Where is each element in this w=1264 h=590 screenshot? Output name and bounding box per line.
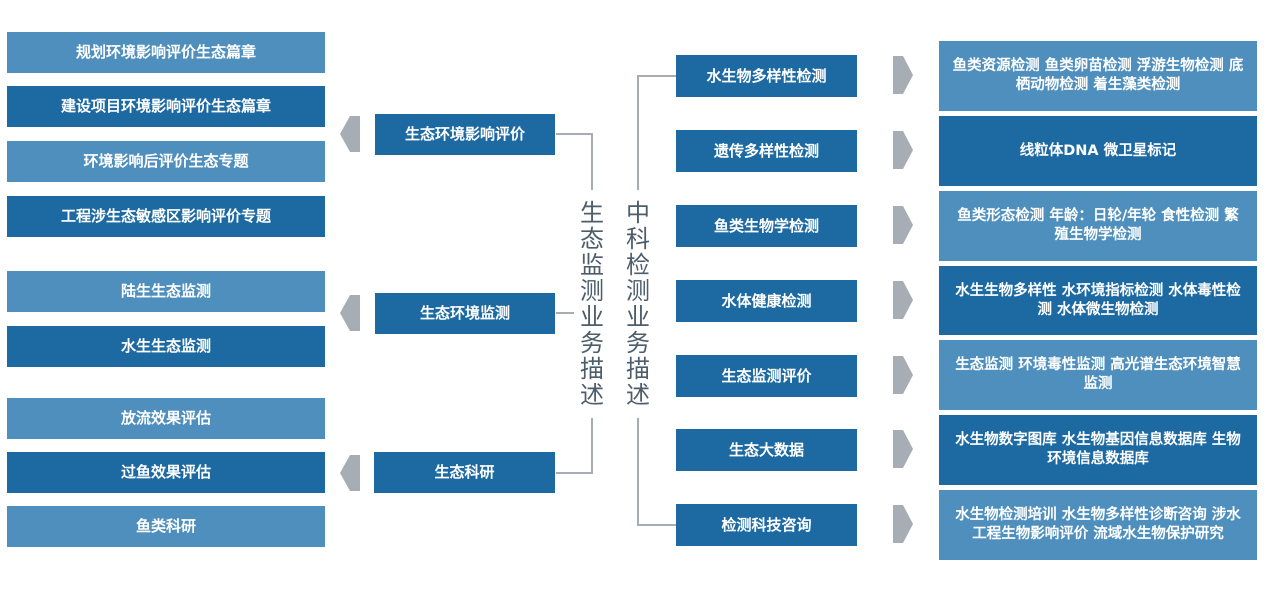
category-genetic: 遗传多样性检测 <box>676 130 857 172</box>
description-eco-evaluation: 生态监测 环境毒性监测 高光谱生态环境智慧监测 <box>939 340 1257 410</box>
right-bracket-top <box>637 75 676 190</box>
description-genetic: 线粒体DNA 微卫星标记 <box>939 116 1257 186</box>
arrow-left-1 <box>340 116 360 152</box>
arrow-right-3 <box>893 206 913 244</box>
left-item-eia-3: 环境影响后评价生态专题 <box>7 141 325 182</box>
left-item-research-1: 放流效果评估 <box>7 398 325 439</box>
arrow-right-2 <box>893 131 913 169</box>
description-fish-biology: 鱼类形态检测 年龄：日轮/年轮 食性检测 繁殖生物学检测 <box>939 191 1257 261</box>
category-big-data: 生态大数据 <box>676 429 857 471</box>
left-item-eia-2: 建设项目环境影响评价生态篇章 <box>7 86 325 127</box>
category-eco-evaluation: 生态监测评价 <box>676 355 857 397</box>
arrow-right-1 <box>893 56 913 94</box>
left-item-monitor-2: 水生生态监测 <box>7 326 325 367</box>
arrow-right-4 <box>893 281 913 319</box>
category-biodiversity: 水生物多样性检测 <box>676 55 857 97</box>
right-column-title: 中科检测业务描述 <box>626 199 650 409</box>
description-water-health: 水生生物多样性 水环境指标检测 水体毒性检测 水体微生物检测 <box>939 266 1257 335</box>
left-column-title: 生态监测业务描述 <box>580 199 604 409</box>
left-item-eia-4: 工程涉生态敏感区影响评价专题 <box>7 196 325 237</box>
arrow-right-6 <box>893 430 913 468</box>
right-bracket-bottom <box>637 418 676 526</box>
description-big-data: 水生物数字图库 水生物基因信息数据库 生物环境信息数据库 <box>939 415 1257 485</box>
left-item-monitor-1: 陆生生态监测 <box>7 271 325 312</box>
arrow-right-7 <box>893 505 913 543</box>
category-water-health: 水体健康检测 <box>676 280 857 322</box>
description-consulting: 水生物检测培训 水生物多样性诊断咨询 涉水工程生物影响评价 流域水生物保护研究 <box>939 490 1257 560</box>
left-item-research-2: 过鱼效果评估 <box>7 452 325 493</box>
arrow-left-2 <box>340 295 360 331</box>
left-bracket-top <box>556 133 593 190</box>
group-label-monitoring: 生态环境监测 <box>375 293 555 334</box>
arrow-right-5 <box>893 356 913 394</box>
arrow-left-3 <box>340 455 360 491</box>
category-fish-biology: 鱼类生物学检测 <box>676 205 857 247</box>
group-label-research: 生态科研 <box>374 452 555 493</box>
left-bracket-bottom <box>556 418 593 474</box>
group-label-eia: 生态环境影响评价 <box>375 114 555 155</box>
category-consulting: 检测科技咨询 <box>676 504 857 546</box>
left-item-eia-1: 规划环境影响评价生态篇章 <box>7 32 325 73</box>
left-item-research-3: 鱼类科研 <box>7 506 325 547</box>
description-biodiversity: 鱼类资源检测 鱼类卵苗检测 浮游生物检测 底栖动物检测 着生藻类检测 <box>939 41 1257 111</box>
